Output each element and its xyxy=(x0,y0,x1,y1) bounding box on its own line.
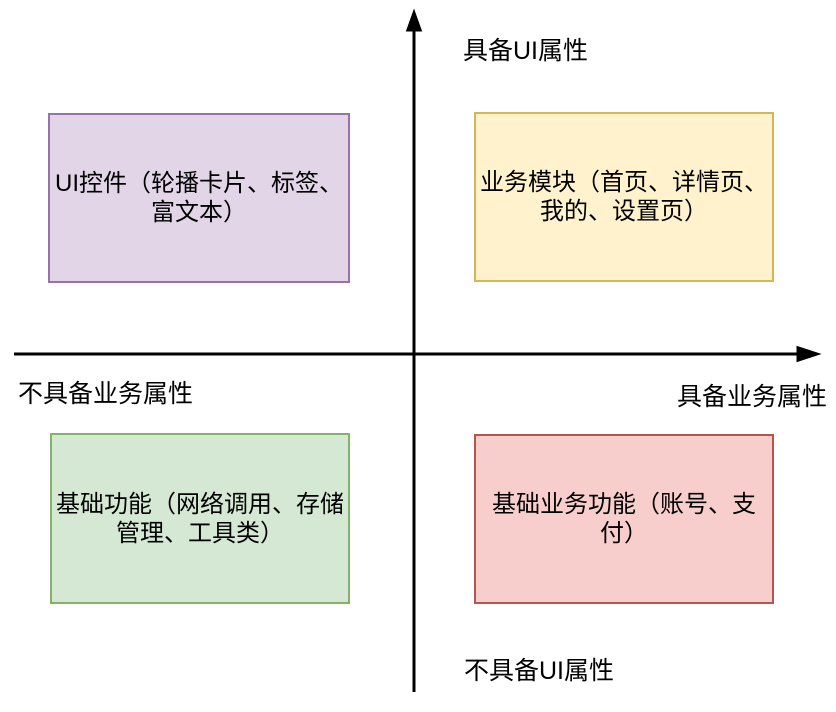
right-arrowhead-icon xyxy=(796,345,822,363)
quadrant-bottom-right-basic-business-functions: 基础业务功能（账号、支 付） xyxy=(474,434,774,604)
quadrant-bottom-left-basic-functions: 基础功能（网络调用、存储 管理、工具类） xyxy=(50,433,350,604)
quadrant-top-right-business-modules: 业务模块（首页、详情页、 我的、设置页） xyxy=(474,112,774,282)
y-axis-top-label: 具备UI属性 xyxy=(463,37,589,65)
x-axis-right-label: 具备业务属性 xyxy=(676,383,827,411)
x-axis-left-label: 不具备业务属性 xyxy=(18,380,194,408)
up-arrowhead-icon xyxy=(405,8,423,32)
quadrant-top-left-ui-controls: UI控件（轮播卡片、标签、 富文本） xyxy=(48,113,350,283)
y-axis-bottom-label: 不具备UI属性 xyxy=(464,657,615,685)
